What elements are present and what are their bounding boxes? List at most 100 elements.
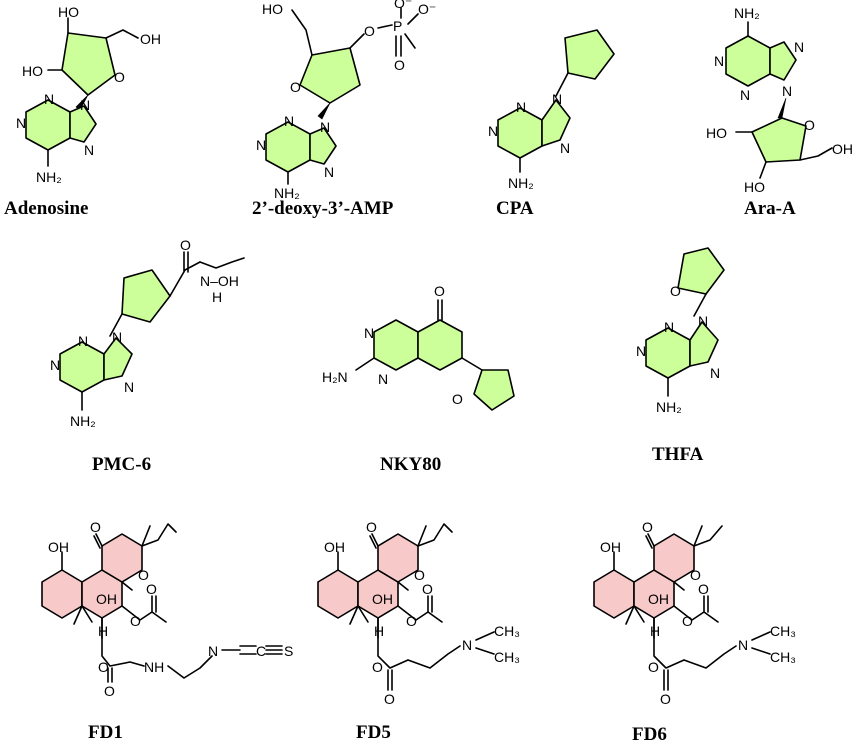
name-fd5: FD5 — [356, 722, 391, 743]
araa-n3: N — [740, 87, 750, 103]
pmc6-n9: N — [112, 329, 122, 345]
pmc6-hydroxamate-bonds — [169, 251, 245, 297]
compound-adenosine: HO HO OH O N N N N NH₂ Adenosine — [4, 4, 161, 219]
cpa-n9: N — [552, 91, 562, 107]
fd6-ch3-2: CH₃ — [770, 649, 796, 665]
amp-o-minus-1: O⁻ — [394, 0, 412, 11]
pmc6-cyclopentyl-ring — [121, 269, 171, 323]
fd5-ch3-1: CH₃ — [494, 623, 520, 639]
nky80-amine-bond — [355, 357, 375, 371]
nky80-h2n: H₂N — [322, 369, 348, 385]
fd5-oh-top: OH — [324, 539, 345, 555]
fd6-ring-c — [653, 533, 695, 583]
name-cpa: CPA — [496, 198, 534, 219]
araa-n1: N — [714, 53, 724, 69]
fd5-ch3-2: CH₃ — [494, 649, 520, 665]
cpa-pyrimidine-ring — [497, 107, 543, 159]
pmc6-imidazole-ring — [103, 337, 133, 381]
amp-pyrimidine-ring — [265, 121, 311, 173]
araa-ho-left: HO — [706, 125, 727, 141]
fd6-ring-a — [593, 569, 635, 619]
compound-nky80: O N N H₂N O NKY80 — [322, 283, 515, 475]
fd5-ring-c — [377, 533, 419, 583]
araa-imidazole-ring — [769, 41, 797, 81]
nky80-furan-o: O — [452, 391, 463, 407]
nky80-carbonyl-o: O — [434, 283, 445, 299]
amp-n7: N — [324, 164, 334, 180]
fd1-acetate-co: O — [146, 581, 157, 597]
name-adenosine: Adenosine — [4, 198, 88, 219]
pmc6-nh: N–OH — [200, 273, 239, 289]
amp-n1: N — [284, 113, 294, 129]
amp-ribose-ring — [299, 47, 361, 104]
compound-cpa: N N N N NH₂ CPA — [488, 29, 615, 219]
fd1-substituent-bonds — [61, 523, 177, 639]
amp-n9: N — [320, 119, 330, 135]
amp-imidazole-ring — [309, 127, 337, 165]
compound-pmc6: O N–OH H N N N N NH₂ PMC-6 — [50, 237, 245, 475]
nky80-furyl-bond — [461, 357, 483, 371]
compound-deoxy-amp: HO O O P O⁻ O⁻ O N N N N NH₂ 2’-deoxy-3’… — [252, 0, 436, 219]
araa-ring-o: O — [804, 117, 815, 133]
fd5-ketone-o: O — [366, 519, 377, 535]
pmc6-carbonyl-o: O — [180, 237, 191, 253]
fd5-ester-co: O — [384, 691, 395, 707]
pmc6-n7: N — [124, 379, 134, 395]
thfa-n9: N — [698, 313, 708, 329]
fd1-iso-s: S — [284, 643, 293, 659]
fd6-ester-co: O — [660, 691, 671, 707]
thfa-n1: N — [664, 319, 674, 335]
fd6-acetate-co: O — [698, 581, 709, 597]
fd6-ester-o: O — [648, 659, 659, 675]
compound-fd5: OH O O OH H O O O O N CH₃ CH₃ FD5 — [317, 519, 520, 743]
thfa-nh2: NH₂ — [656, 399, 682, 415]
fd1-oh-mid: OH — [96, 591, 117, 607]
nky80-furan-ring — [473, 369, 515, 411]
nky80-pyrimidine-ring — [373, 319, 419, 371]
name-thfa: THFA — [652, 444, 704, 465]
nky80-carbonyl-bonds — [437, 299, 443, 321]
fd1-ring-a — [41, 569, 83, 619]
amp-ring-o: O — [290, 79, 301, 95]
amp-nh2: NH₂ — [274, 185, 300, 201]
araa-ho-bottom: HO — [744, 179, 765, 195]
nky80-n3: N — [378, 371, 388, 387]
fd1-ring-c — [101, 533, 143, 583]
compound-fd1: OH O O OH H O O O O NH N C S FD1 — [41, 519, 293, 743]
fd1-oh-top: OH — [48, 539, 69, 555]
nky80-cyclohexenone-ring — [417, 319, 463, 371]
fd1-carbamate-o: O — [98, 659, 109, 675]
pmc6-n3: N — [50, 357, 60, 373]
fd6-ch3-1: CH₃ — [770, 623, 796, 639]
cpa-n3: N — [488, 123, 498, 139]
name-fd6: FD6 — [632, 724, 667, 745]
adenosine-oh-bonds — [47, 17, 139, 71]
fd5-acetate-co: O — [422, 581, 433, 597]
cpa-n1: N — [516, 99, 526, 115]
adenosine-oh-right: OH — [140, 31, 161, 47]
thfa-pyrimidine-ring — [645, 327, 691, 379]
araa-oh-bonds — [735, 131, 833, 179]
compound-ara-a: NH₂ N N N N O HO HO OH Ara-A — [706, 5, 853, 219]
amp-ester-o: O — [364, 23, 375, 39]
amp-phosphate-bonds — [349, 7, 419, 57]
adenosine-ring-o: O — [114, 69, 125, 85]
araa-glycosidic-bond — [777, 97, 787, 119]
pmc6-h: H — [212, 289, 222, 305]
araa-oh-right: OH — [832, 141, 853, 157]
fd5-ether-o: O — [414, 567, 425, 583]
fd6-ether-o: O — [690, 567, 701, 583]
thfa-n3: N — [636, 343, 646, 359]
compound-fd6: OH O O OH H O O O O N CH₃ CH₃ FD6 — [593, 519, 796, 745]
adenosine-ho-top: HO — [58, 4, 79, 20]
pmc6-pyrimidine-ring — [59, 341, 105, 393]
amp-ho: HO — [262, 1, 283, 17]
fd6-oh-mid: OH — [648, 591, 669, 607]
adenosine-n9: N — [80, 97, 90, 113]
fd5-amine-n: N — [462, 637, 472, 653]
fd1-h: H — [98, 623, 108, 639]
thfa-thf-ring — [677, 247, 725, 295]
amp-o-double: O — [394, 57, 405, 73]
fd1-acetate-o: O — [130, 613, 141, 629]
